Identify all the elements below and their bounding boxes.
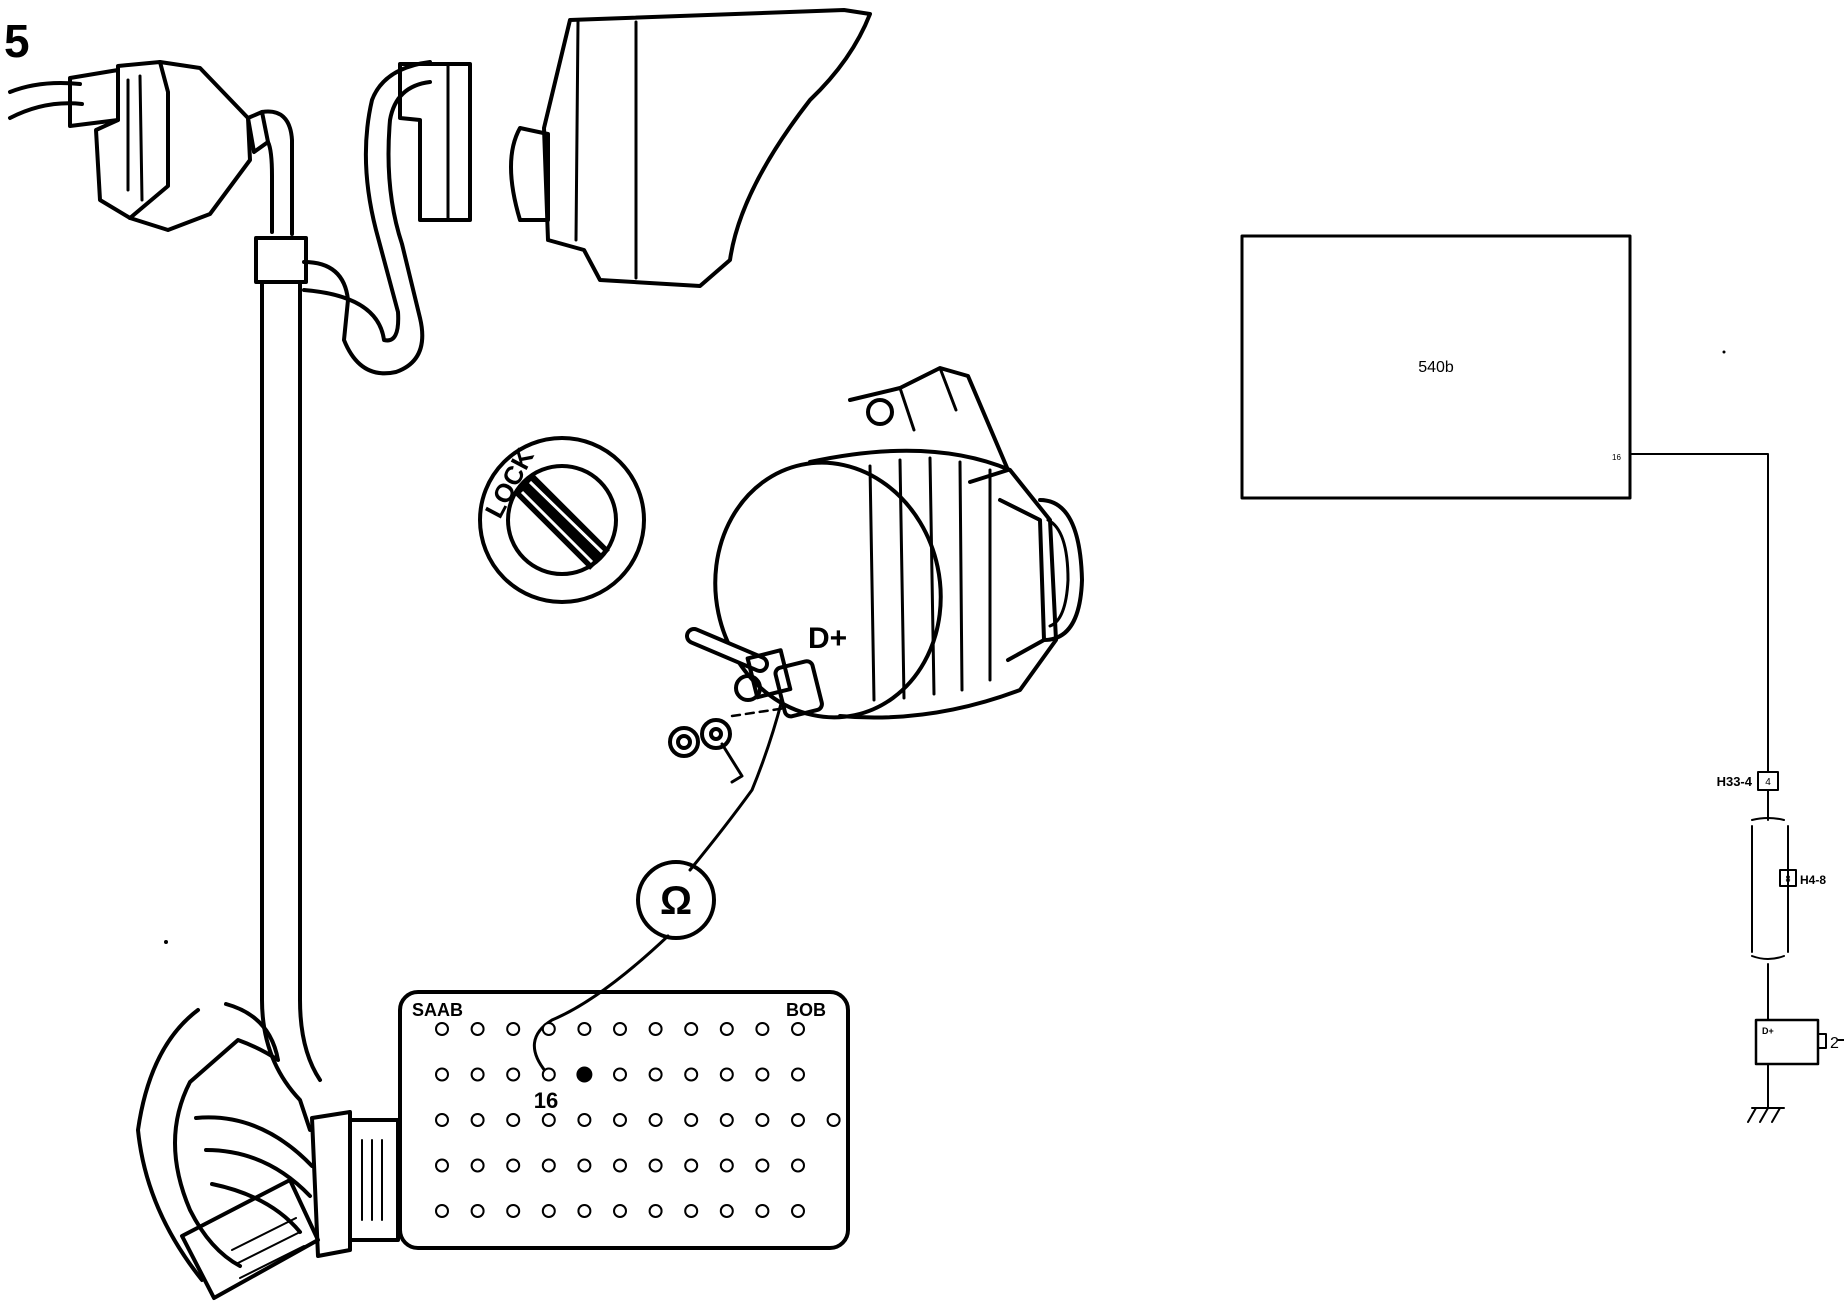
component-pin-label: 2: [1830, 1035, 1839, 1052]
wiring-schematic: 540b 16 4 H33-4 8 H4-8 D+ 2: [1240, 234, 1844, 1123]
pin-socket: [684, 1022, 699, 1036]
pin-socket: [541, 1113, 556, 1127]
pin-socket: [648, 1022, 663, 1036]
pin-socket: [506, 1158, 521, 1173]
connector-h33-4-box: [1757, 771, 1779, 791]
pin-socket: [577, 1204, 592, 1218]
pin-socket: [541, 1022, 556, 1036]
breakout-box-name: BOB: [786, 1000, 826, 1020]
pin-socket: [648, 1067, 663, 1082]
pin-socket: [506, 1022, 521, 1036]
pin-socket: [577, 1022, 592, 1036]
pin-socket: [506, 1204, 521, 1218]
pin-socket: [541, 1067, 556, 1082]
pin-socket: [435, 1204, 449, 1218]
pin-socket: [791, 1204, 805, 1218]
pin-socket: [755, 1113, 770, 1127]
pin-socket: [648, 1204, 663, 1218]
component-pin-box: [1817, 1033, 1827, 1049]
component-terminal-label: D+: [1762, 1026, 1774, 1036]
pin-socket: [506, 1067, 521, 1082]
pin-socket: [684, 1204, 699, 1218]
pin-socket: [613, 1022, 627, 1036]
connector-h33-4-label: H33-4: [1717, 774, 1753, 789]
connector-h4-8-pin: 8: [1785, 874, 1790, 884]
pin-socket: [719, 1113, 734, 1127]
ohmmeter: Ω: [636, 860, 716, 940]
pin-socket: [791, 1113, 805, 1127]
pin-socket: [791, 1022, 805, 1036]
d-plus-terminal-label: D+: [808, 622, 847, 655]
scan-dot: [164, 940, 168, 944]
pin-socket: [684, 1158, 699, 1173]
pin-socket: [435, 1113, 449, 1127]
pin-socket: [435, 1067, 449, 1082]
ohm-symbol: Ω: [660, 879, 692, 923]
alternator-drawing: [668, 366, 1084, 784]
pin-socket: [577, 1113, 592, 1127]
pin-socket: [613, 1204, 627, 1218]
wiring-harness-drawing: [8, 60, 472, 1002]
pin-socket: [470, 1158, 485, 1173]
pin-socket: [755, 1158, 770, 1173]
pin-socket: [684, 1067, 699, 1082]
ignition-lock-drawing: LOCK: [478, 436, 646, 604]
control-unit-pin: 16: [1612, 453, 1621, 462]
pin-socket: [791, 1067, 805, 1082]
pin-socket: [684, 1113, 699, 1127]
harness-adapter-drawing: [136, 998, 400, 1300]
connector-h4-8-label: H4-8: [1800, 873, 1826, 887]
schematic-wire: [1629, 453, 1844, 1123]
pin-socket: [826, 1113, 841, 1127]
pin-socket: [613, 1067, 627, 1082]
pin-socket: [613, 1113, 627, 1127]
pin-socket: [648, 1113, 663, 1127]
pin-socket: [470, 1204, 485, 1218]
pin-socket: [755, 1204, 770, 1218]
pin-socket: [577, 1158, 592, 1173]
pin-socket: [470, 1022, 485, 1036]
connector-h33-4-pin: 4: [1765, 777, 1771, 788]
breakout-box: SAAB BOB 16: [398, 990, 850, 1250]
pin-socket: [755, 1067, 770, 1082]
pin-socket: [541, 1204, 556, 1218]
pin-socket: [613, 1158, 627, 1173]
pin-socket: [719, 1067, 734, 1082]
pin-socket: [755, 1022, 770, 1036]
test-lead: [532, 698, 784, 1074]
connector-h4-8-box: [1779, 869, 1797, 887]
pin-socket: [719, 1204, 734, 1218]
pin-socket: [470, 1113, 485, 1127]
pin-grid: [435, 1022, 841, 1218]
scan-dot: [1722, 350, 1726, 354]
control-unit-label: 540b: [1418, 359, 1454, 376]
pin-socket: [470, 1067, 485, 1082]
pin-16-label: 16: [534, 1088, 558, 1113]
pin-socket: [719, 1022, 734, 1036]
pin-socket: [435, 1022, 449, 1036]
pin-socket: [541, 1158, 556, 1173]
pin-socket: [791, 1158, 805, 1173]
pin-socket: [506, 1113, 521, 1127]
pin-socket: [435, 1158, 449, 1173]
control-unit-box: [1240, 234, 1632, 500]
step-number: 5: [4, 15, 30, 67]
fuse-box-cover-drawing: [509, 8, 872, 288]
pin-socket: [719, 1158, 734, 1173]
pin-16-socket: [576, 1066, 593, 1083]
breakout-box-brand: SAAB: [412, 1000, 463, 1020]
pin-socket: [648, 1158, 663, 1173]
